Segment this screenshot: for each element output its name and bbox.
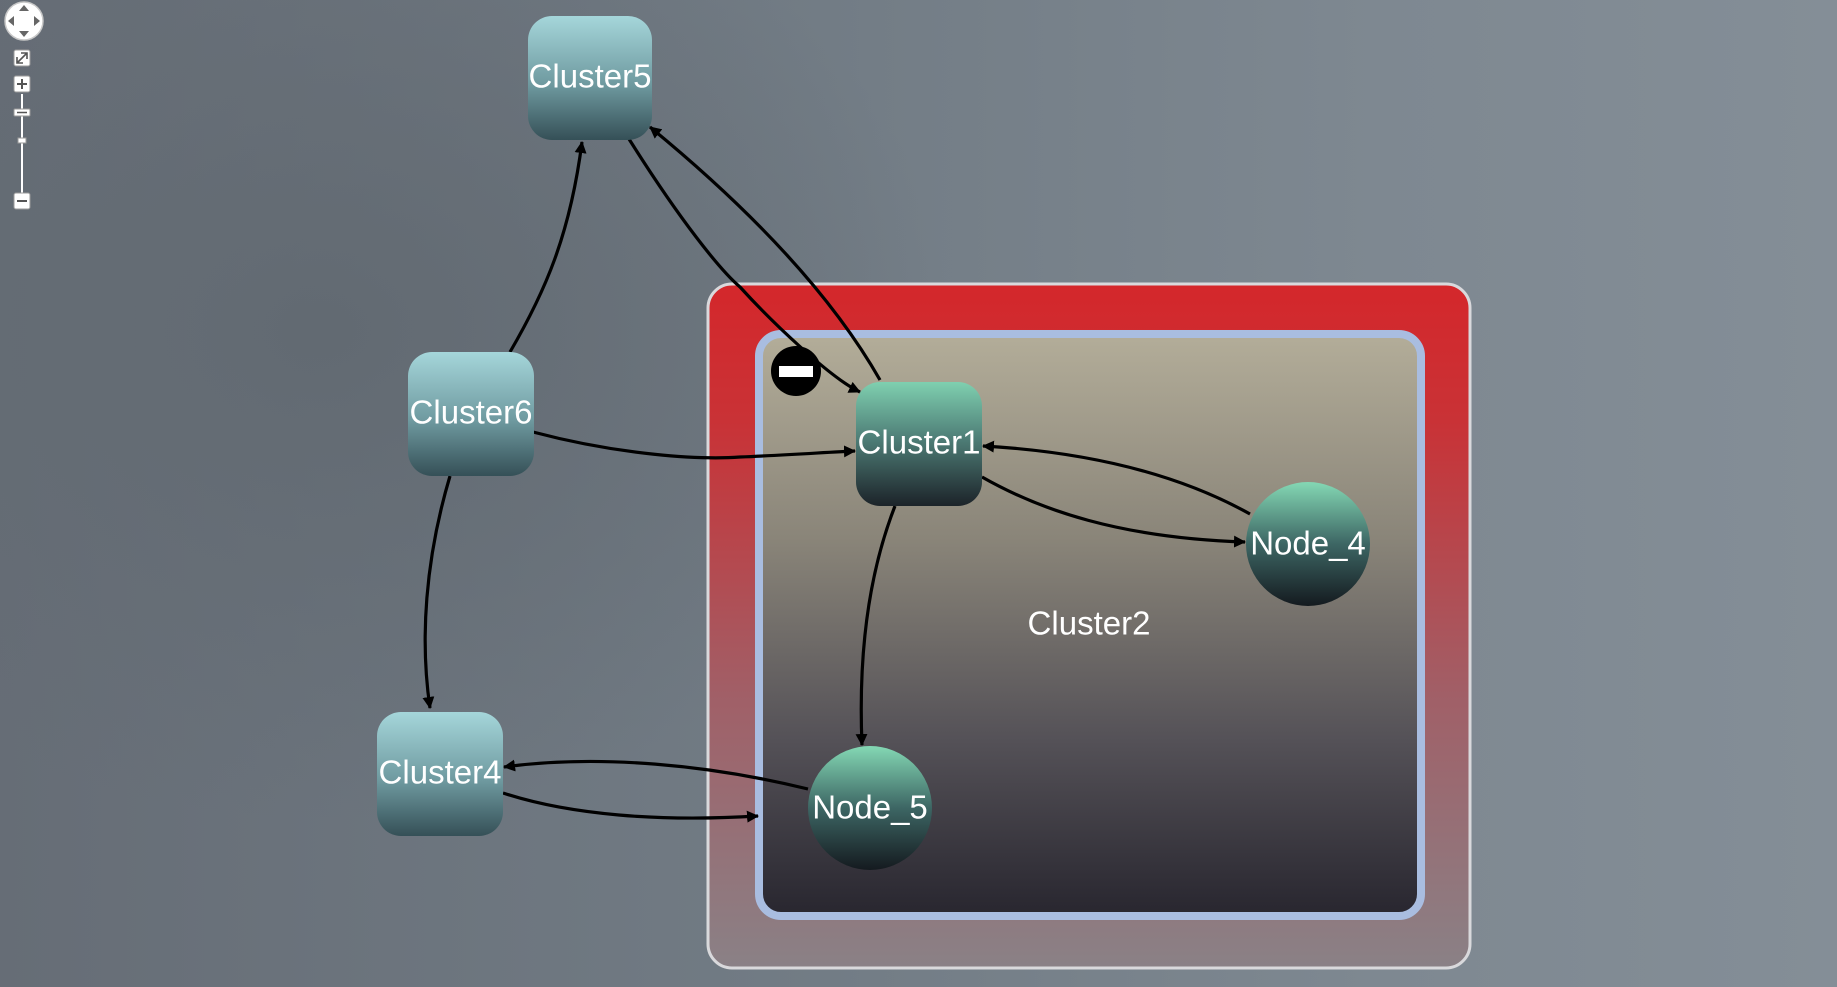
node-node4[interactable]: Node_4 <box>1246 482 1370 606</box>
group-cluster2[interactable]: Cluster2 <box>706 282 1472 970</box>
pan-control-icon[interactable] <box>4 1 44 41</box>
edge-cluster5-cluster1 <box>627 138 861 394</box>
zoom-out-icon[interactable] <box>13 192 31 210</box>
node-label: Cluster6 <box>410 394 533 431</box>
edge-cluster6-cluster1 <box>532 430 856 460</box>
node-label: Node_5 <box>812 789 928 826</box>
node-label: Node_4 <box>1250 525 1366 562</box>
zoom-slider-icon[interactable] <box>13 94 31 196</box>
edges <box>422 125 1251 823</box>
node-node5[interactable]: Node_5 <box>808 746 932 870</box>
edge-cluster1-cluster5 <box>648 125 882 381</box>
node-label: Cluster1 <box>858 424 981 461</box>
edge-cluster6-cluster4 <box>422 475 452 709</box>
edge-node4-cluster1 <box>982 440 1251 516</box>
node-cluster1[interactable]: Cluster1 <box>856 382 982 506</box>
edge-cluster1-node5 <box>855 505 897 746</box>
group-label: Cluster2 <box>1028 605 1151 642</box>
edge-cluster4-node5 <box>502 791 759 823</box>
node-cluster6[interactable]: Cluster6 <box>408 352 534 476</box>
node-cluster5[interactable]: Cluster5 <box>528 16 652 140</box>
edge-node5-cluster4 <box>503 759 809 791</box>
node-cluster4[interactable]: Cluster4 <box>377 712 503 836</box>
edge-cluster1-node4 <box>981 475 1246 548</box>
minus-circle-icon[interactable] <box>771 346 821 396</box>
navigation-control[interactable] <box>0 0 48 220</box>
node-label: Cluster5 <box>529 58 652 95</box>
edge-cluster6-cluster5 <box>508 141 587 353</box>
zoom-in-icon[interactable] <box>13 75 31 93</box>
fit-to-screen-icon[interactable] <box>13 49 31 67</box>
node-label: Cluster4 <box>379 754 502 791</box>
